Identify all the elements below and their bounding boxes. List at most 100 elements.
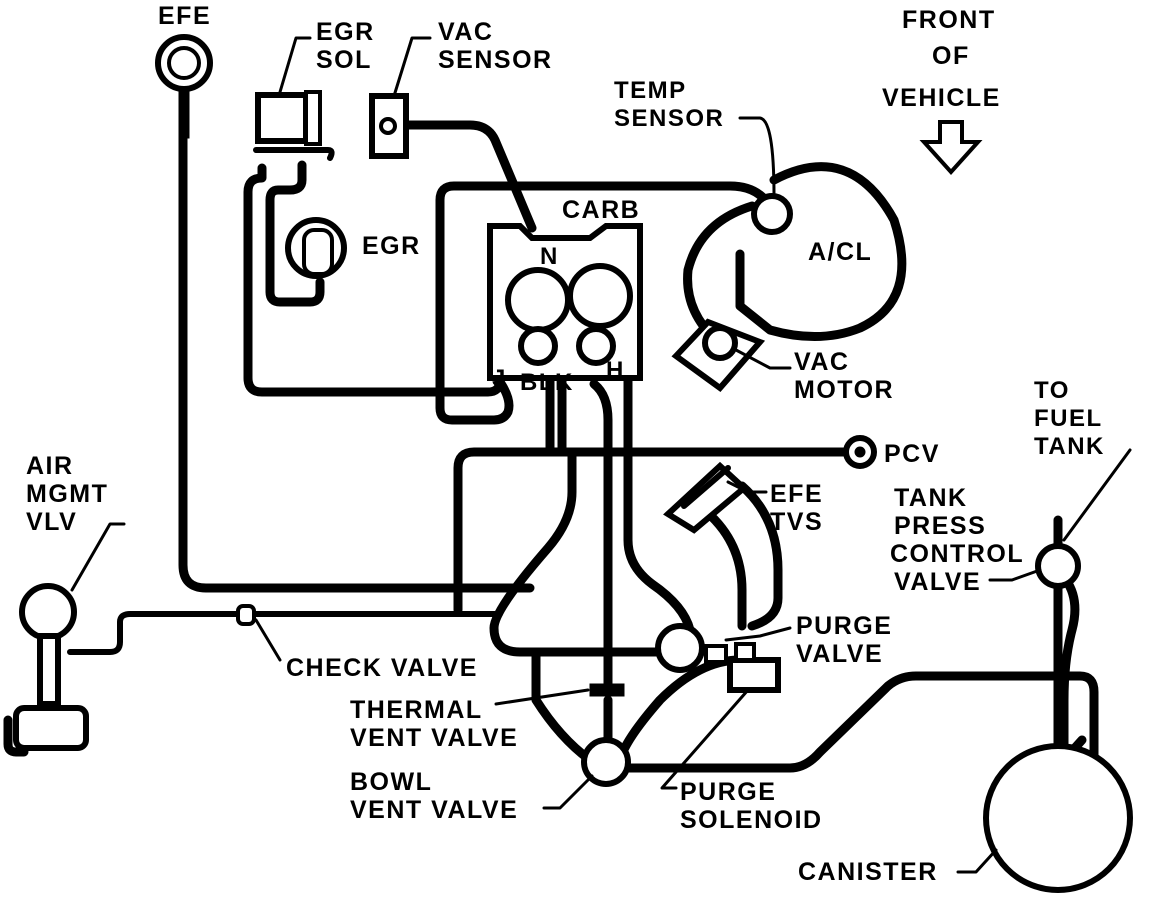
hose-air-mgmt-check bbox=[67, 611, 243, 655]
bowl-vent-valve bbox=[581, 737, 631, 787]
label-vac-motor-line1: VAC bbox=[794, 348, 849, 376]
vac-motor bbox=[702, 325, 738, 361]
label-front-line2: OF bbox=[932, 42, 970, 70]
label-air-mgmt-line1: AIR bbox=[26, 452, 74, 480]
carb-bore-primary-right bbox=[567, 263, 633, 329]
hoses bbox=[67, 90, 1099, 845]
purge-valve-body bbox=[655, 623, 705, 673]
egr-solenoid bbox=[253, 90, 335, 161]
label-temp-sensor-line2: SENSOR bbox=[614, 105, 724, 132]
label-vac-motor-line2: MOTOR bbox=[794, 376, 894, 404]
label-temp-sensor-line1: TEMP bbox=[614, 77, 687, 104]
egr-solenoid-bracket bbox=[304, 90, 322, 146]
label-carb-port-blk: BLK bbox=[520, 369, 574, 396]
efe-fitting bbox=[155, 34, 213, 139]
hose-canister-main bbox=[623, 671, 1099, 845]
carb-bore-secondary-left bbox=[518, 326, 558, 366]
label-purge-valve-line2: VALVE bbox=[796, 640, 883, 668]
pcv-fitting bbox=[843, 435, 877, 469]
label-bowl-vent-line2: VENT VALVE bbox=[350, 796, 518, 824]
label-purge-valve-line1: PURGE bbox=[796, 612, 892, 640]
leader-vac-motor bbox=[734, 348, 792, 370]
label-to-fuel-tank-line1: TO bbox=[1034, 377, 1070, 404]
label-air-mgmt-line3: VLV bbox=[26, 508, 77, 536]
pcv-center bbox=[854, 446, 866, 458]
label-tank-press-line2: PRESS bbox=[894, 512, 986, 540]
carburetor bbox=[487, 223, 643, 381]
front-of-vehicle-arrow-icon bbox=[919, 120, 983, 175]
air-mgmt-valve-outlet bbox=[3, 715, 29, 757]
label-efe-tvs-line2: TVS bbox=[770, 508, 823, 536]
leader-air-mgmt bbox=[70, 522, 126, 592]
label-purge-solenoid-line2: SOLENOID bbox=[680, 806, 823, 834]
label-tank-press-line3: CONTROL bbox=[890, 540, 1024, 568]
carb-bore-secondary-right bbox=[576, 326, 616, 366]
leader-purge-solenoid bbox=[660, 688, 750, 790]
label-tank-press-line4: VALVE bbox=[894, 568, 981, 596]
hose-bowl-to-canister bbox=[615, 655, 745, 765]
tank-press-control-valve bbox=[1035, 543, 1081, 589]
label-carb: CARB bbox=[562, 196, 640, 224]
air-mgmt-valve-base bbox=[13, 705, 89, 751]
check-valve-body bbox=[236, 604, 256, 626]
hose-efe-tvs-2 bbox=[737, 481, 783, 631]
label-thermal-vent-line2: VENT VALVE bbox=[350, 724, 518, 752]
thermal-vent-valve bbox=[589, 683, 625, 697]
canister bbox=[983, 743, 1133, 893]
label-egr: EGR bbox=[362, 232, 421, 260]
label-to-fuel-tank-line2: FUEL bbox=[1034, 405, 1103, 432]
leader-bowl-vent-valve bbox=[542, 774, 594, 810]
label-air-mgmt-line2: MGMT bbox=[26, 480, 108, 508]
label-thermal-vent-line1: THERMAL bbox=[350, 696, 483, 724]
air-management-valve bbox=[3, 583, 89, 757]
bowl-vent-valve-body bbox=[581, 737, 631, 787]
hose-temp-vac-motor bbox=[683, 201, 757, 345]
label-bowl-vent-line1: BOWL bbox=[350, 768, 432, 796]
air-cleaner bbox=[671, 162, 907, 393]
leader-temp-sensor bbox=[738, 116, 776, 198]
label-tank-press-line1: TANK bbox=[894, 484, 968, 512]
hose-carb-h bbox=[623, 373, 695, 635]
efe-tvs-body bbox=[663, 461, 749, 534]
labels: EFE EGR SOL VAC SENSOR FRONT OF VEHICLE … bbox=[26, 2, 1105, 886]
leader-vac-sensor bbox=[392, 36, 432, 98]
vac-sensor bbox=[369, 93, 409, 159]
leader-check-valve bbox=[254, 618, 282, 662]
purge-solenoid-cap bbox=[734, 642, 756, 662]
efe-tvs-rib bbox=[681, 465, 731, 509]
label-efe: EFE bbox=[158, 2, 211, 30]
check-valve bbox=[236, 604, 256, 626]
purge-valve bbox=[655, 623, 728, 673]
purge-valve-port bbox=[704, 644, 728, 664]
leader-egr-sol bbox=[278, 36, 312, 94]
label-purge-solenoid-line1: PURGE bbox=[680, 778, 776, 806]
purge-solenoid-body bbox=[727, 657, 781, 693]
thermal-vent-valve-body bbox=[589, 683, 625, 697]
egr-valve bbox=[285, 217, 347, 279]
hose-vac-sensor bbox=[388, 120, 537, 233]
carb-bore-primary-left bbox=[505, 267, 571, 333]
leader-purge-valve bbox=[724, 626, 792, 642]
hose-pcv bbox=[453, 447, 863, 615]
air-mgmt-valve-head bbox=[19, 583, 77, 641]
temp-sensor bbox=[751, 193, 793, 235]
efe-inner-ring bbox=[167, 46, 201, 80]
label-to-fuel-tank-line3: TANK bbox=[1034, 433, 1105, 460]
label-egr-sol-line2: SOL bbox=[316, 46, 372, 74]
label-check-valve: CHECK VALVE bbox=[286, 654, 478, 682]
hose-blk-down-inner bbox=[589, 379, 613, 693]
hose-carb-loop bbox=[435, 181, 777, 425]
label-egr-sol-line1: EGR bbox=[316, 18, 375, 46]
leader-thermal-vent-valve bbox=[494, 688, 590, 706]
air-mgmt-valve-stem bbox=[37, 633, 61, 707]
leader-efe-tvs bbox=[726, 480, 768, 494]
hose-egr-sol-left bbox=[243, 163, 505, 397]
hose-efe bbox=[178, 90, 535, 593]
leader-to-fuel-tank bbox=[1062, 448, 1132, 542]
front-arrow bbox=[919, 120, 983, 175]
hose-blk-down-left bbox=[489, 447, 677, 657]
egr-valve-diaphragm bbox=[302, 228, 334, 276]
tank-press-control-valve-body bbox=[1035, 543, 1081, 589]
